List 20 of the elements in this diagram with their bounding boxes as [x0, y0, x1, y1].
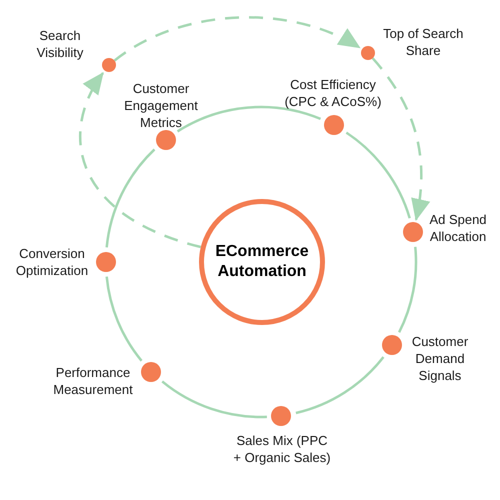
node-label: Sales Mix (PPC + Organic Sales) [232, 432, 332, 466]
node-label: Ad Spend Allocation [428, 211, 488, 245]
dashed-arrow [372, 57, 430, 221]
ring-arc [162, 380, 267, 418]
node-label: Customer Demand Signals [410, 333, 470, 384]
node-label: Customer Engagement Metrics [123, 80, 199, 131]
node-label: Search Visibility [36, 27, 84, 61]
node-label: Conversion Optimization [14, 245, 90, 279]
hub-title: ECommerce Automation [214, 242, 310, 282]
ring-arc [346, 132, 411, 219]
ring-arc [296, 356, 384, 414]
dashed-arrow [114, 16, 361, 62]
ring-arc [105, 276, 143, 362]
ring-arc [398, 246, 418, 333]
ring-arc [105, 148, 156, 248]
node-label: Performance Measurement [52, 364, 134, 398]
dashed-arrow [79, 72, 202, 248]
ring-arc [176, 106, 321, 132]
node-label: Cost Efficiency (CPC & ACoS%) [284, 76, 382, 110]
node-label: Top of Search Share [383, 25, 464, 59]
